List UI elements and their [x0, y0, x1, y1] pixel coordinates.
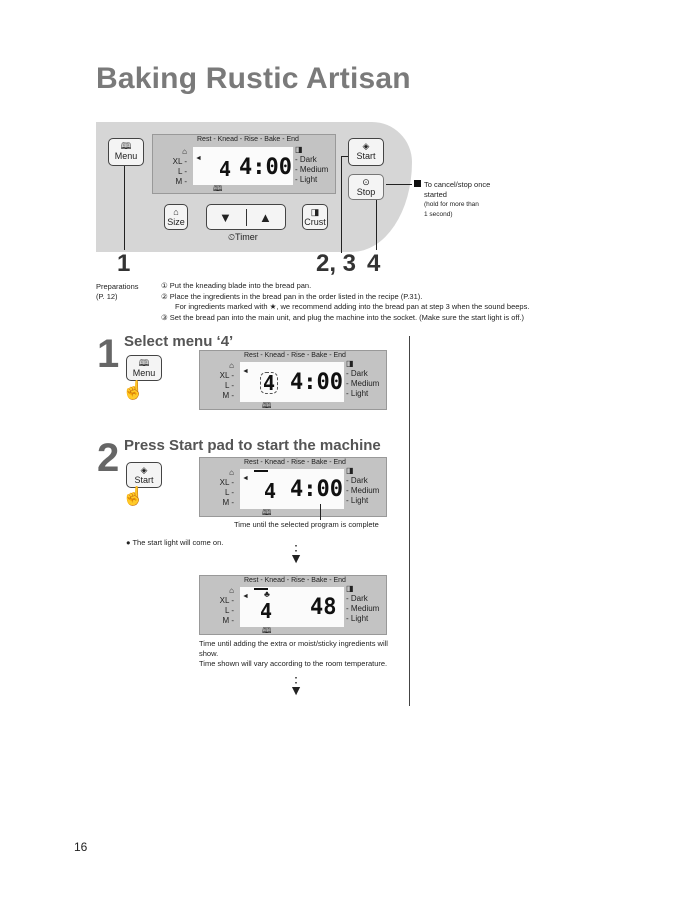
time-add-caption: Time until adding the extra or moist/sti…: [199, 639, 388, 668]
callout-4: 4: [367, 250, 381, 277]
bread-icon: ⌂: [229, 586, 234, 595]
callout-line-234: [341, 156, 348, 253]
bread-icon: ⌂: [229, 468, 234, 477]
menu-button[interactable]: 🕮 Menu: [108, 138, 144, 166]
time-caption-line: [320, 504, 321, 520]
bread-icon: ⌂: [229, 361, 234, 370]
recipe-book-icon: 🕮: [213, 184, 223, 193]
square-bullet-icon: [414, 180, 421, 187]
crust-button[interactable]: ◨ Crust: [302, 204, 328, 230]
progress-bar-icon: [254, 470, 268, 472]
timer-label: ⏲Timer: [228, 232, 258, 242]
crust-button-label: Crust: [304, 217, 326, 227]
callout-line-1: [124, 166, 125, 250]
step-2-time: 4:00: [290, 477, 343, 502]
crust-icon: ◨: [310, 207, 320, 217]
crust-icon: ◨: [346, 359, 354, 368]
crust-icon: ◨: [295, 145, 303, 154]
size-pointer-icon: ◄: [242, 475, 249, 482]
loaf-size-labels: ⌂ XL - L - M -: [159, 147, 187, 187]
bread-icon: ⌂: [182, 147, 187, 156]
time-complete-caption: Time until the selected program is compl…: [234, 520, 379, 529]
menu-button-label: Menu: [114, 151, 138, 161]
crust-icon: ◨: [346, 466, 354, 475]
callout-2-3: 2, 3: [316, 250, 357, 277]
book-icon: 🕮: [138, 358, 150, 368]
step-2-number: 2: [97, 436, 120, 480]
program-steps: Rest - Knead - Rise - Bake - End: [197, 136, 299, 143]
lcd-screen: ◄ 4 4:00: [193, 147, 293, 185]
recipe-book-icon: 🕮: [262, 626, 272, 635]
start-icon: ◈: [140, 465, 148, 475]
step-3-time: 48: [310, 595, 337, 620]
callout-1: 1: [117, 250, 131, 277]
recipe-book-icon: 🕮: [262, 401, 272, 410]
progress-bar-icon: [254, 588, 268, 590]
size-pointer-icon: ◄: [242, 368, 249, 375]
panel-display: Rest - Knead - Rise - Bake - End ⌂ XL - …: [152, 134, 336, 194]
bread-icon: ⌂: [173, 207, 179, 217]
step-1-menu-button: 🕮 Menu: [126, 355, 162, 381]
step-1-time: 4:00: [290, 370, 343, 395]
column-divider: [409, 336, 410, 706]
start-light-note: ● The start light will come on.: [126, 538, 224, 547]
step-3-menu-number: 4: [260, 599, 273, 623]
add-ingredient-icon: ♣: [264, 589, 270, 599]
timer-buttons: ▼ ▲: [206, 204, 286, 230]
control-panel: 🕮 Menu Rest - Knead - Rise - Bake - End …: [96, 122, 412, 252]
finger-press-icon: ☝: [122, 486, 145, 506]
start-button[interactable]: ◈ Start: [348, 138, 384, 166]
step-2-menu-number: 4: [264, 479, 277, 503]
clock-icon: ⏲: [228, 232, 236, 242]
size-button[interactable]: ⌂ Size: [164, 204, 188, 230]
timer-down-button[interactable]: ▼: [219, 210, 232, 225]
step-2-display: Rest - Knead - Rise - Bake - End ⌂ XL - …: [199, 457, 387, 517]
callout-line-4: [376, 200, 377, 250]
page-title: Baking Rustic Artisan: [96, 62, 411, 95]
recipe-book-icon: 🕮: [262, 508, 272, 517]
down-arrow-icon: ⋮▼: [289, 542, 303, 566]
timer-up-button[interactable]: ▲: [259, 210, 272, 225]
preparations-label: Preparations (P. 12): [96, 282, 139, 301]
size-pointer-icon: ◄: [195, 155, 202, 162]
step-1-title: Select menu ‘4’: [124, 333, 234, 350]
step-2-title: Press Start pad to start the machine: [124, 437, 381, 454]
finger-press-icon: ☝: [122, 380, 145, 400]
step-2-start-button: ◈ Start: [126, 462, 162, 488]
stop-note-line: [386, 184, 412, 185]
down-arrow-icon: ⋮▼: [289, 674, 303, 698]
crust-icon: ◨: [346, 584, 354, 593]
page-number: 16: [74, 840, 88, 854]
step-1-display: Rest - Knead - Rise - Bake - End ⌂ XL - …: [199, 350, 387, 410]
crust-labels: ◨ - Dark - Medium - Light: [295, 145, 329, 184]
size-pointer-icon: ◄: [242, 593, 249, 600]
start-icon: ◈: [362, 141, 370, 151]
step-1-number: 1: [97, 332, 120, 376]
preparations-list: ① Put the kneading blade into the bread …: [161, 281, 530, 322]
start-button-label: Start: [356, 151, 376, 161]
stop-icon: ⊙: [362, 177, 370, 187]
stop-button-label: Stop: [356, 187, 376, 197]
step-1-menu-number: 4: [260, 372, 279, 394]
size-button-label: Size: [167, 217, 185, 227]
book-icon: 🕮: [120, 141, 132, 151]
stop-button[interactable]: ⊙ Stop: [348, 174, 384, 200]
timer-divider: [246, 209, 247, 226]
menu-number: 4: [219, 157, 232, 181]
time-readout: 4:00: [239, 155, 292, 180]
step-3-display: Rest - Knead - Rise - Bake - End ⌂ XL - …: [199, 575, 387, 635]
stop-note: To cancel/stop once started (hold for mo…: [414, 180, 490, 220]
